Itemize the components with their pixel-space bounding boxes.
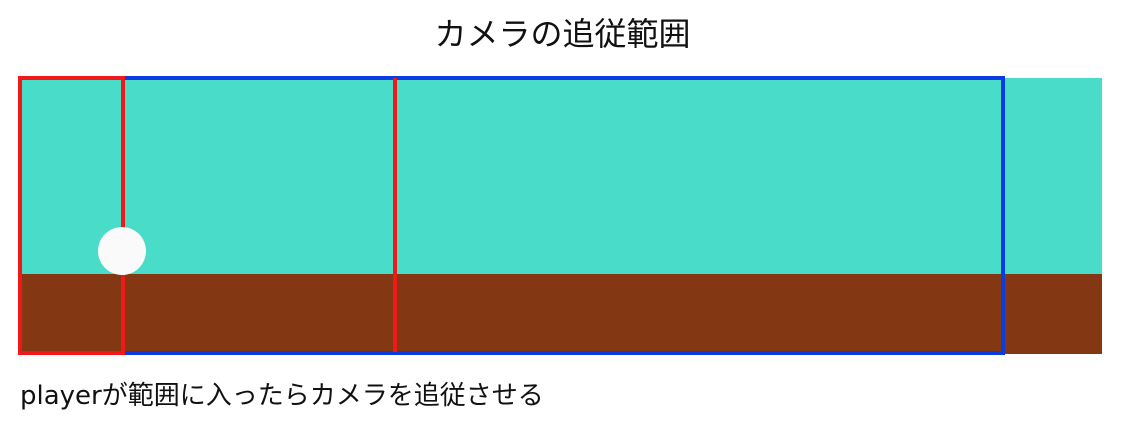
diagram-caption: playerが範囲に入ったらカメラを追従させる (20, 381, 544, 411)
red-range-divider (393, 78, 397, 352)
camera-follow-range-box (121, 76, 1005, 355)
sky-area (22, 78, 1102, 274)
diagram-title: カメラの追従範囲 (434, 15, 691, 53)
player-circle (98, 227, 146, 275)
red-range-box (18, 76, 125, 355)
ground-area (22, 274, 1102, 354)
